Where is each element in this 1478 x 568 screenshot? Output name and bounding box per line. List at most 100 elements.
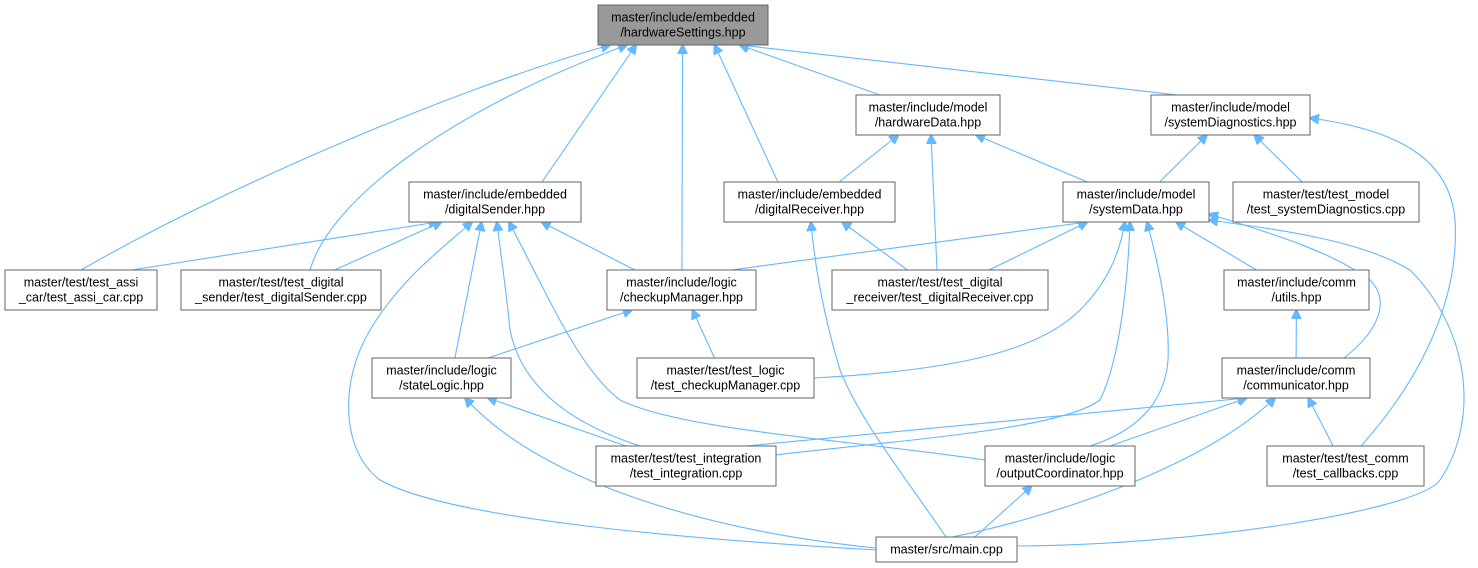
edge-outputCoord-to-sysData <box>1089 222 1169 447</box>
edge-testIntegration-to-sysData <box>765 222 1130 457</box>
node-box <box>831 269 1049 311</box>
edge-outputCoord-to-communicator <box>1109 398 1247 447</box>
edge-main-to-stateLogic <box>465 398 877 549</box>
node-label-line: master/include/logic <box>626 276 736 290</box>
edge-main-to-outputCoord <box>974 486 1032 538</box>
edge-testComm-to-communicator <box>1308 398 1334 447</box>
node-label-line: master/test/test_model <box>1263 188 1389 202</box>
node-label-line: master/test/test_digital <box>877 276 1002 290</box>
node-box <box>4 269 158 311</box>
node-testDigReceiver[interactable]: master/test/test_digital_receiver/test_d… <box>831 269 1049 311</box>
edge-main-to-digReceiver <box>811 222 947 538</box>
node-box <box>1221 357 1371 399</box>
node-label-line: master/include/embedded <box>738 188 882 202</box>
node-label-line: _sender/test_digitalSender.cpp <box>194 291 367 305</box>
edge-utils-to-sysData <box>1176 222 1257 271</box>
node-box <box>1150 94 1311 136</box>
edge-sysData-to-sysDiag <box>1159 135 1207 183</box>
node-testDigSender[interactable]: master/test/test_digital_sender/test_dig… <box>180 269 382 311</box>
node-sysData[interactable]: master/include/model/systemData.hpp <box>1062 181 1210 223</box>
edge-digReceiver-to-hwSettings <box>715 45 779 183</box>
edge-testIntegration-to-stateLogic <box>488 398 627 447</box>
node-label-line: master/include/comm <box>1237 276 1356 290</box>
node-label-line: _car/test_assi_car.cpp <box>18 291 143 305</box>
edge-testComm-to-sysDiag <box>1310 118 1456 447</box>
node-label-line: master/include/comm <box>1237 364 1356 378</box>
node-label-line: master/include/model <box>1171 101 1290 115</box>
node-box <box>875 536 1018 563</box>
edge-testIntegration-to-digSender <box>497 222 641 447</box>
node-label-line: master/test/test_digital <box>218 276 343 290</box>
edge-checkup-to-hwSettings <box>682 45 683 271</box>
node-stateLogic[interactable]: master/include/logic/stateLogic.hpp <box>371 357 512 399</box>
edge-testDigSender-to-hwSettings <box>309 45 627 271</box>
node-label-line: master/test/test_logic <box>666 364 784 378</box>
node-hwData[interactable]: master/include/model/hardwareData.hpp <box>855 94 1001 136</box>
node-testIntegration[interactable]: master/test/test_integration/test_integr… <box>595 445 777 487</box>
node-box <box>636 357 815 399</box>
edge-testModel-to-sysDiag <box>1254 135 1303 183</box>
node-label-line: /stateLogic.hpp <box>399 379 484 393</box>
edge-digReceiver-to-hwData <box>838 135 898 183</box>
edge-digSender-to-hwSettings <box>541 45 636 183</box>
edge-testLogic-to-checkup <box>693 310 715 359</box>
node-label-line: master/include/model <box>869 101 988 115</box>
node-label-line: /checkupManager.hpp <box>620 291 743 305</box>
node-label-line: /systemDiagnostics.hpp <box>1164 116 1296 130</box>
node-outputCoord[interactable]: master/include/logic/outputCoordinator.h… <box>984 445 1136 487</box>
edge-main-to-digSender <box>348 222 877 551</box>
node-box <box>408 181 582 223</box>
node-sysDiag[interactable]: master/include/model/systemDiagnostics.h… <box>1150 94 1311 136</box>
edge-checkup-to-sysData <box>731 222 1087 271</box>
node-testLogic[interactable]: master/test/test_logic/test_checkupManag… <box>636 357 815 399</box>
node-box <box>606 269 757 311</box>
node-label-line: master/test/test_comm <box>1282 452 1408 466</box>
edge-testIntegration-to-communicator <box>745 398 1247 447</box>
node-communicator[interactable]: master/include/comm/communicator.hpp <box>1221 357 1371 399</box>
node-label-line: master/include/model <box>1077 188 1196 202</box>
node-label-line: /digitalSender.hpp <box>445 203 545 217</box>
edge-testAssi-to-hwSettings <box>80 45 610 271</box>
node-label-line: master/include/logic <box>1005 452 1115 466</box>
node-digReceiver[interactable]: master/include/embedded/digitalReceiver.… <box>723 181 896 223</box>
edge-outputCoord-to-digSender <box>509 222 986 461</box>
node-testComm[interactable]: master/test/test_comm/test_callbacks.cpp <box>1266 445 1425 487</box>
node-box <box>595 445 777 487</box>
node-digSender[interactable]: master/include/embedded/digitalSender.hp… <box>408 181 582 223</box>
node-checkup[interactable]: master/include/logic/checkupManager.hpp <box>606 269 757 311</box>
edge-testDigSender-to-digSender <box>334 222 442 271</box>
edge-testDigReceiver-to-hwData <box>931 135 938 271</box>
node-label-line: /communicator.hpp <box>1243 379 1349 393</box>
node-box <box>1266 445 1425 487</box>
node-testModel[interactable]: master/test/test_model/test_systemDiagno… <box>1232 181 1420 223</box>
node-label-line: /test_callbacks.cpp <box>1293 467 1399 481</box>
node-box <box>180 269 382 311</box>
edge-main-to-sysData <box>1016 220 1465 547</box>
edge-stateLogic-to-checkup <box>487 310 632 359</box>
edge-checkup-to-digSender <box>542 222 636 271</box>
edge-testLogic-to-sysData <box>813 222 1125 379</box>
node-hwSettings[interactable]: master/include/embedded/hardwareSettings… <box>597 4 769 46</box>
node-testAssi[interactable]: master/test/test_assi_car/test_assi_car.… <box>4 269 158 311</box>
node-label-line: /outputCoordinator.hpp <box>996 467 1123 481</box>
node-label-line: /test_integration.cpp <box>630 467 743 481</box>
node-label-line: /test_checkupManager.cpp <box>651 379 800 393</box>
node-box <box>855 94 1001 136</box>
node-utils[interactable]: master/include/comm/utils.hpp <box>1223 269 1370 311</box>
edge-testAssi-to-digSender <box>131 222 438 271</box>
node-box <box>984 445 1136 487</box>
edges-layer <box>80 45 1465 551</box>
nodes-layer: master/include/embedded/hardwareSettings… <box>4 4 1425 563</box>
node-label-line: /utils.hpp <box>1271 291 1321 305</box>
edge-sysDiag-to-hwSettings <box>740 45 1178 96</box>
node-label-line: master/include/embedded <box>611 11 755 25</box>
node-box <box>371 357 512 399</box>
node-label-line: _receiver/test_digitalReceiver.cpp <box>846 291 1034 305</box>
node-box <box>1232 181 1420 223</box>
node-box <box>597 4 769 46</box>
node-label-line: /test_systemDiagnostics.cpp <box>1247 203 1405 217</box>
edge-stateLogic-to-digSender <box>454 222 482 359</box>
node-box <box>1062 181 1210 223</box>
node-main[interactable]: master/src/main.cpp <box>875 536 1018 563</box>
